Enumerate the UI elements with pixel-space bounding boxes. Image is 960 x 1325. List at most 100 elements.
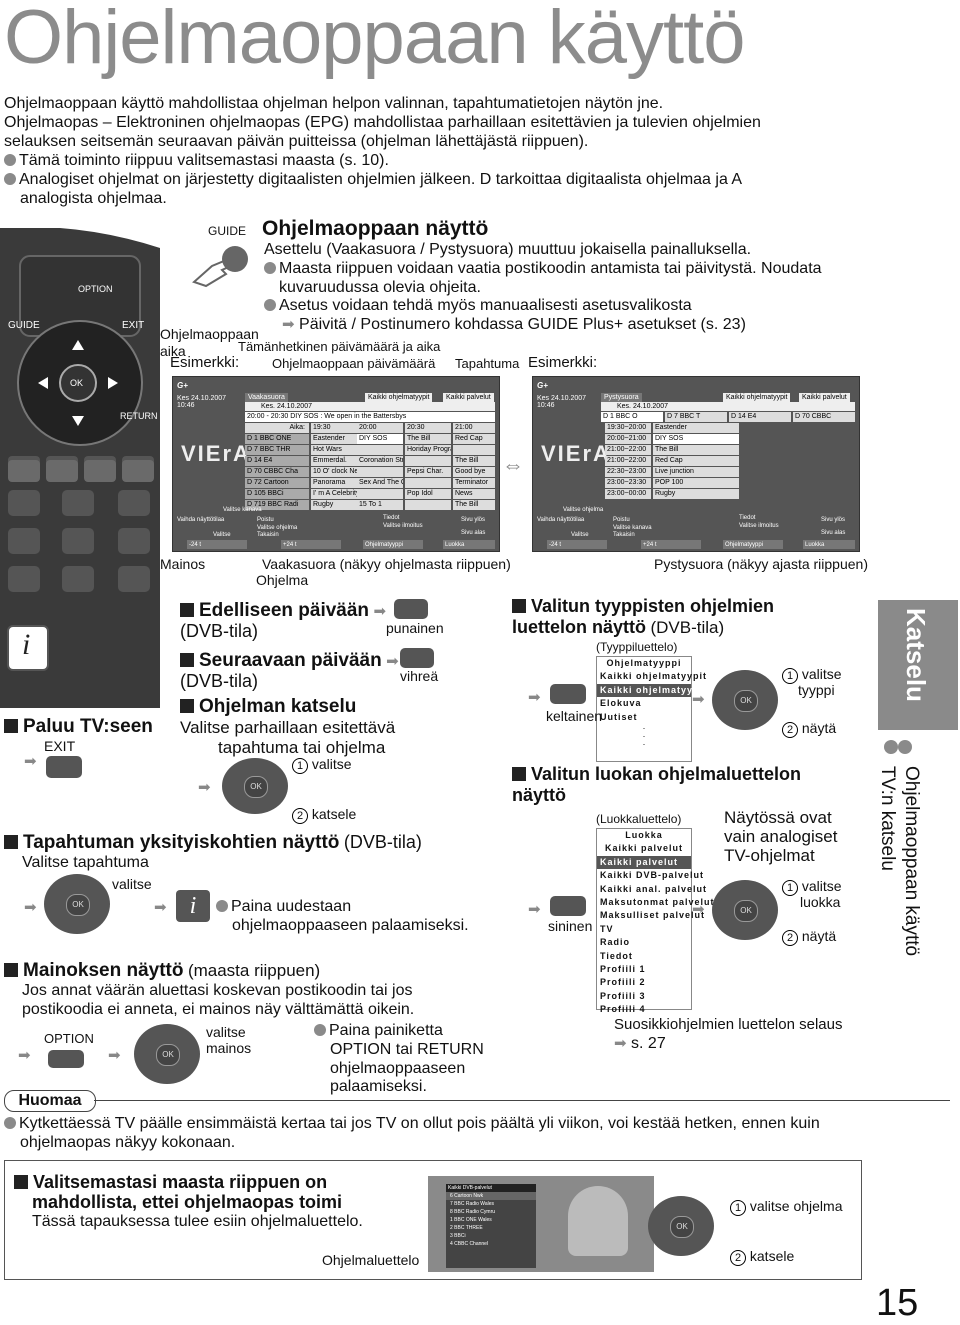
s1-program[interactable]: Emmerdal.	[311, 456, 357, 466]
s1-program[interactable]: The Bill	[453, 456, 495, 466]
mini-list-item[interactable]: 6 Cartoon Nwk	[446, 1192, 536, 1200]
s2-program[interactable]: The Bill	[653, 445, 739, 455]
s1-bar-3[interactable]: Luokka	[443, 540, 495, 549]
cat-list-item[interactable]: Profiili 2	[600, 977, 646, 988]
s2-program[interactable]: Red Cap	[653, 456, 739, 466]
s1-program[interactable]: Good bye	[453, 467, 495, 477]
s1-bar-0[interactable]: -24 t	[187, 540, 247, 549]
cat-list-item[interactable]: Kaikki palvelut	[597, 855, 691, 870]
cat-list-item[interactable]: Profiili 3	[600, 990, 646, 1001]
s1-tab-vaaka[interactable]: Vaakasuora	[245, 393, 288, 403]
cat-list-item[interactable]: Maksutonmat palvelut	[600, 896, 715, 907]
s1-channel[interactable]: D 1 BBC ONE	[245, 434, 309, 444]
option-button[interactable]	[48, 1050, 84, 1068]
green-button[interactable]	[400, 648, 434, 668]
s1-program[interactable]: 15 To 1	[357, 500, 403, 510]
cat-list-item[interactable]: Maksulliset palvelut	[600, 910, 706, 921]
s1-program[interactable]: Terminator	[453, 478, 495, 488]
s1-channel[interactable]: D 70 CBBC Cha	[245, 467, 309, 477]
cat-list-item[interactable]: Kaikki anal. palvelut	[600, 883, 708, 894]
guide-button[interactable]: GUIDE	[208, 224, 247, 238]
s1-program[interactable]	[357, 467, 403, 477]
ok-pad[interactable]: OK	[712, 880, 778, 940]
s1-program[interactable]: Pop Idol	[405, 489, 451, 499]
mini-list-item[interactable]: 2 BBC THREE	[450, 1225, 483, 1231]
s1-program[interactable]: Hot Wars	[311, 445, 357, 455]
s1-program[interactable]	[453, 445, 495, 455]
cat-list-item[interactable]: Profiili 4	[600, 1004, 646, 1015]
cat-list-item[interactable]: Profiili 1	[600, 963, 646, 974]
s2-tab-pysty[interactable]: Pystysuora	[601, 393, 642, 403]
s1-program[interactable]	[405, 478, 451, 488]
s1-channel[interactable]: D 7 BBC THR	[245, 445, 309, 455]
s1-program[interactable]: News	[453, 489, 495, 499]
s1-program[interactable]	[405, 456, 451, 466]
mini-list-item[interactable]: 7 BBC Radio Wales	[450, 1201, 494, 1207]
mini-list-item[interactable]: 8 BBC Radio Cymru	[450, 1209, 496, 1215]
s2-channel[interactable]: D 14 E4	[729, 412, 791, 422]
s1-program[interactable]: Sex And The City	[357, 478, 403, 488]
ok-pad[interactable]: OK	[712, 670, 778, 730]
ok-pad[interactable]: OK	[648, 1196, 714, 1256]
s1-program[interactable]: Rugby	[311, 500, 357, 510]
s2-tab-palvelut[interactable]: Kaikki palvelut	[799, 393, 850, 403]
s2-channel[interactable]: D 7 BBC T	[665, 412, 727, 422]
s1-channel[interactable]: D 14 E4	[245, 456, 309, 466]
s2-channel[interactable]: D 1 BBC O	[601, 412, 663, 422]
exit-button[interactable]	[46, 756, 82, 778]
s2-bar-3[interactable]: Luokka	[803, 540, 855, 549]
s1-bar-2[interactable]: Ohjelmatyyppi	[363, 540, 423, 549]
mini-list-item[interactable]: 4 CBBC Channel	[450, 1241, 489, 1247]
type-list-item[interactable]: Uutiset	[600, 711, 638, 722]
s1-bar-1[interactable]: +24 t	[281, 540, 341, 549]
s1-tab-tyypit[interactable]: Kaikki ohjelmatyypit	[365, 393, 433, 403]
s2-program[interactable]: DIY SOS	[653, 434, 739, 444]
type-list-item[interactable]: Elokuva	[600, 698, 642, 709]
guide-round-button[interactable]	[222, 246, 248, 272]
s1-program[interactable]: Red Cap	[453, 434, 495, 444]
info-button[interactable]: i	[176, 890, 210, 922]
s1-program[interactable]: Horiday Program	[405, 445, 451, 455]
type-list-item[interactable]: Kaikki ohjelmatyypit	[597, 683, 706, 698]
mini-list-item[interactable]: 3 BBCi	[450, 1233, 466, 1239]
s2-bar-1[interactable]: +24 t	[641, 540, 701, 549]
ok-pad[interactable]: OK	[44, 874, 110, 934]
s1-program[interactable]	[357, 489, 403, 499]
s2-program[interactable]: Eastender	[653, 423, 739, 433]
s1-tab-palvelut[interactable]: Kaikki palvelut	[443, 393, 494, 403]
ok-pad[interactable]: OK	[134, 1024, 200, 1084]
s1-channel[interactable]: D 72 Cartoon	[245, 478, 309, 488]
s1-channel[interactable]: D 105 BBCi	[245, 489, 309, 499]
cat-list-item[interactable]: TV	[600, 923, 614, 934]
cat-list-item[interactable]: Radio	[600, 937, 631, 948]
cat-list-item[interactable]: Tiedot	[600, 950, 633, 961]
blue-button[interactable]	[550, 896, 586, 916]
s1-program[interactable]	[357, 445, 403, 455]
s2-program[interactable]: Live junction	[653, 467, 739, 477]
s2-bar-2[interactable]: Ohjelmatyyppi	[723, 540, 783, 549]
mini-list-item[interactable]: 1 BBC ONE Wales	[450, 1217, 492, 1223]
s2-program[interactable]: Rugby	[653, 489, 739, 499]
s1-channel[interactable]: D 719 BBC Radi	[245, 500, 309, 510]
s1-program[interactable]: The Bill	[453, 500, 495, 510]
s2-program[interactable]: POP 100	[653, 478, 739, 488]
cat-list-heading: Valitun luokan ohjelmaluettelon näyttö	[512, 764, 802, 805]
red-button[interactable]	[394, 599, 428, 619]
s1-program[interactable]: Eastender	[311, 434, 357, 444]
s1-program[interactable]	[405, 500, 451, 510]
s2-bar-0[interactable]: -24 t	[547, 540, 607, 549]
s1-program[interactable]: DIY SOS	[357, 434, 403, 444]
s1-program[interactable]: The Bill	[405, 434, 451, 444]
s1-program[interactable]: Panorama	[311, 478, 357, 488]
s1-program[interactable]: Coronation Street	[357, 456, 403, 466]
s2-channel[interactable]: D 70 CBBC	[793, 412, 855, 422]
label-aika: Ohjelmaoppaan aika	[160, 326, 259, 359]
yellow-button[interactable]	[550, 684, 586, 704]
s1-program[interactable]: 10 O' clock News BBC	[311, 467, 357, 477]
ok-pad[interactable]: OK	[222, 758, 288, 814]
cat-list-item[interactable]: Kaikki DVB-palvelut	[600, 870, 705, 881]
s1-program[interactable]: Pepsi Char.	[405, 467, 451, 477]
s2-tab-tyypit[interactable]: Kaikki ohjelmatyypit	[723, 393, 791, 403]
s1-time: 20:30	[405, 423, 451, 433]
s1-program[interactable]: I' m A Celebrity	[311, 489, 357, 499]
